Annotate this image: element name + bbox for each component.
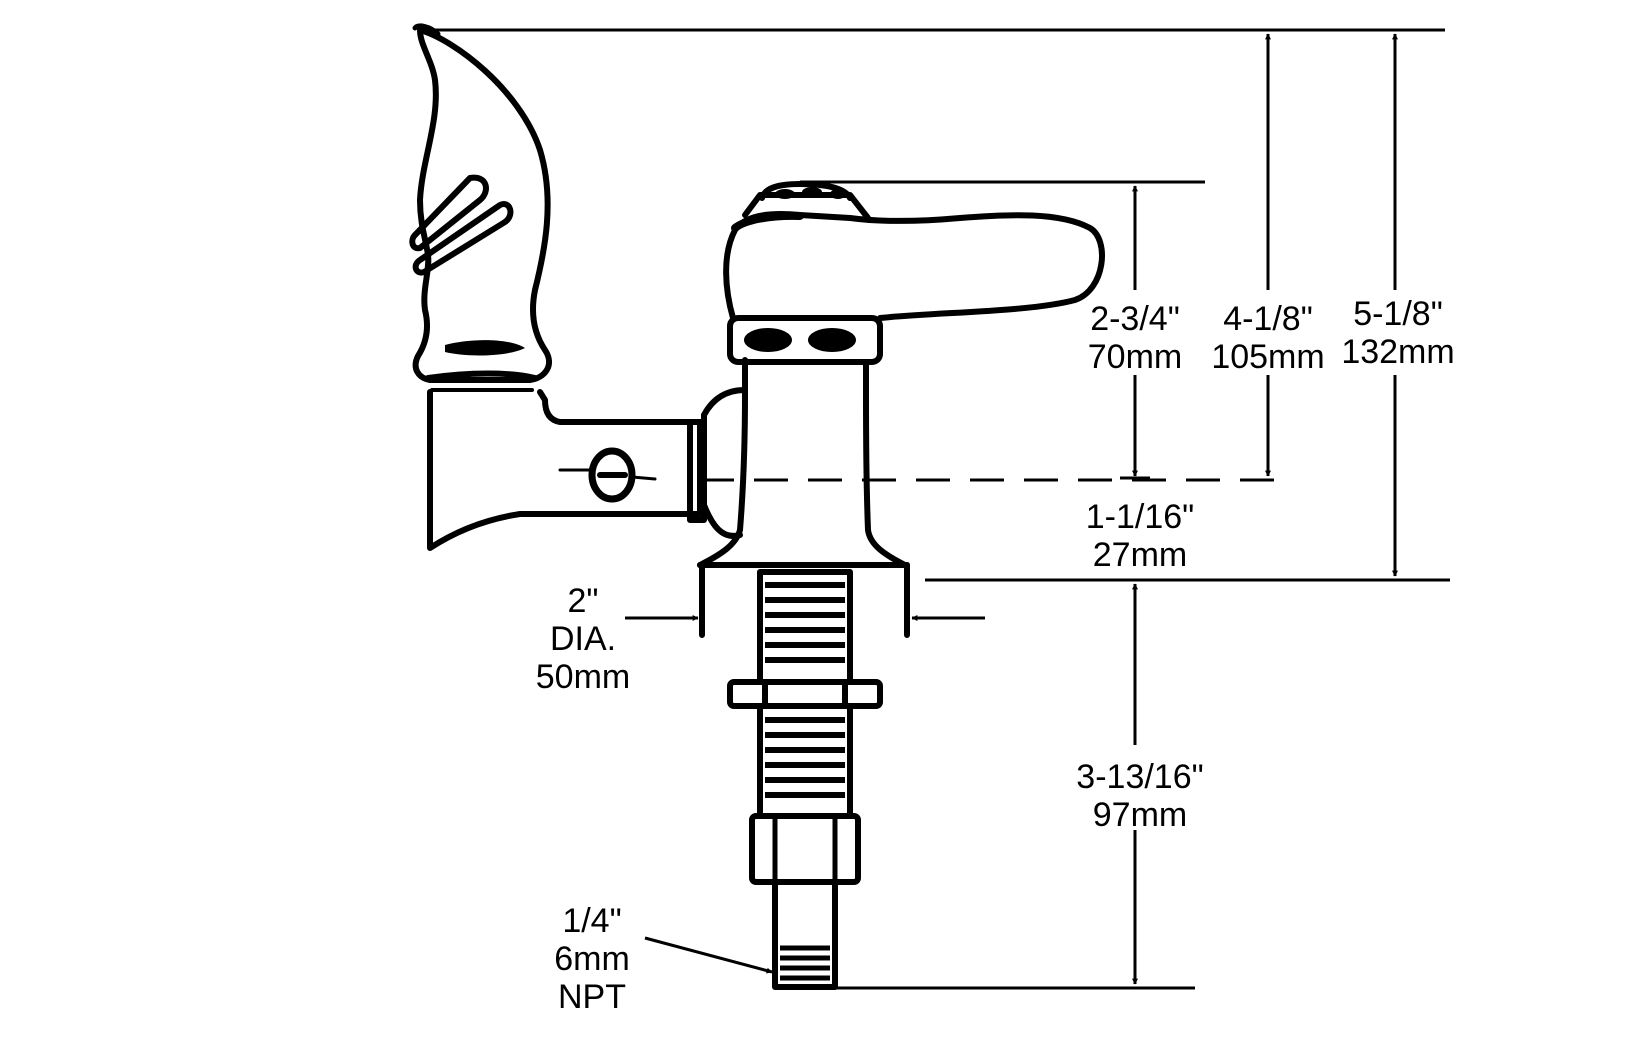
bubbler-illustration bbox=[409, 23, 1105, 990]
thread-label-metric: 6mm bbox=[554, 940, 630, 978]
dim-label-97mm-metric: 97mm bbox=[1093, 796, 1187, 834]
threaded-shank bbox=[727, 569, 883, 990]
valve-body bbox=[697, 357, 910, 638]
set-screw bbox=[558, 447, 657, 503]
dim-label-70mm-imperial: 2-3/4" bbox=[1090, 300, 1180, 338]
bubbler-spout bbox=[409, 23, 552, 392]
dim-label-132mm-imperial: 5-1/8" bbox=[1353, 295, 1443, 333]
dim-label-dia-imperial: 2" bbox=[568, 582, 599, 620]
thread-label-imperial: 1/4" bbox=[562, 902, 621, 940]
npt-leader-arrow bbox=[644, 936, 773, 974]
thread-label-npt: NPT bbox=[558, 978, 626, 1016]
dim-label-27mm-metric: 27mm bbox=[1093, 536, 1187, 574]
dim-label-97mm-imperial: 3-13/16" bbox=[1076, 758, 1203, 796]
dim-label-70mm-metric: 70mm bbox=[1088, 338, 1182, 376]
dim-label-105mm-imperial: 4-1/8" bbox=[1223, 300, 1313, 338]
dimension-labels: 2-3/4" 70mm 4-1/8" 105mm 5-1/8" 132mm 1-… bbox=[536, 295, 1455, 1016]
dim-label-dia-metric: 50mm bbox=[536, 658, 630, 696]
bubbler-riser bbox=[427, 389, 707, 551]
valve-handle bbox=[723, 181, 1105, 365]
dim-label-105mm-metric: 105mm bbox=[1211, 338, 1324, 376]
dim-label-132mm-metric: 132mm bbox=[1341, 333, 1454, 371]
dim-label-27mm-imperial: 1-1/16" bbox=[1086, 498, 1194, 536]
dim-label-dia: DIA. bbox=[550, 620, 616, 658]
dimension-lines bbox=[430, 28, 1450, 990]
